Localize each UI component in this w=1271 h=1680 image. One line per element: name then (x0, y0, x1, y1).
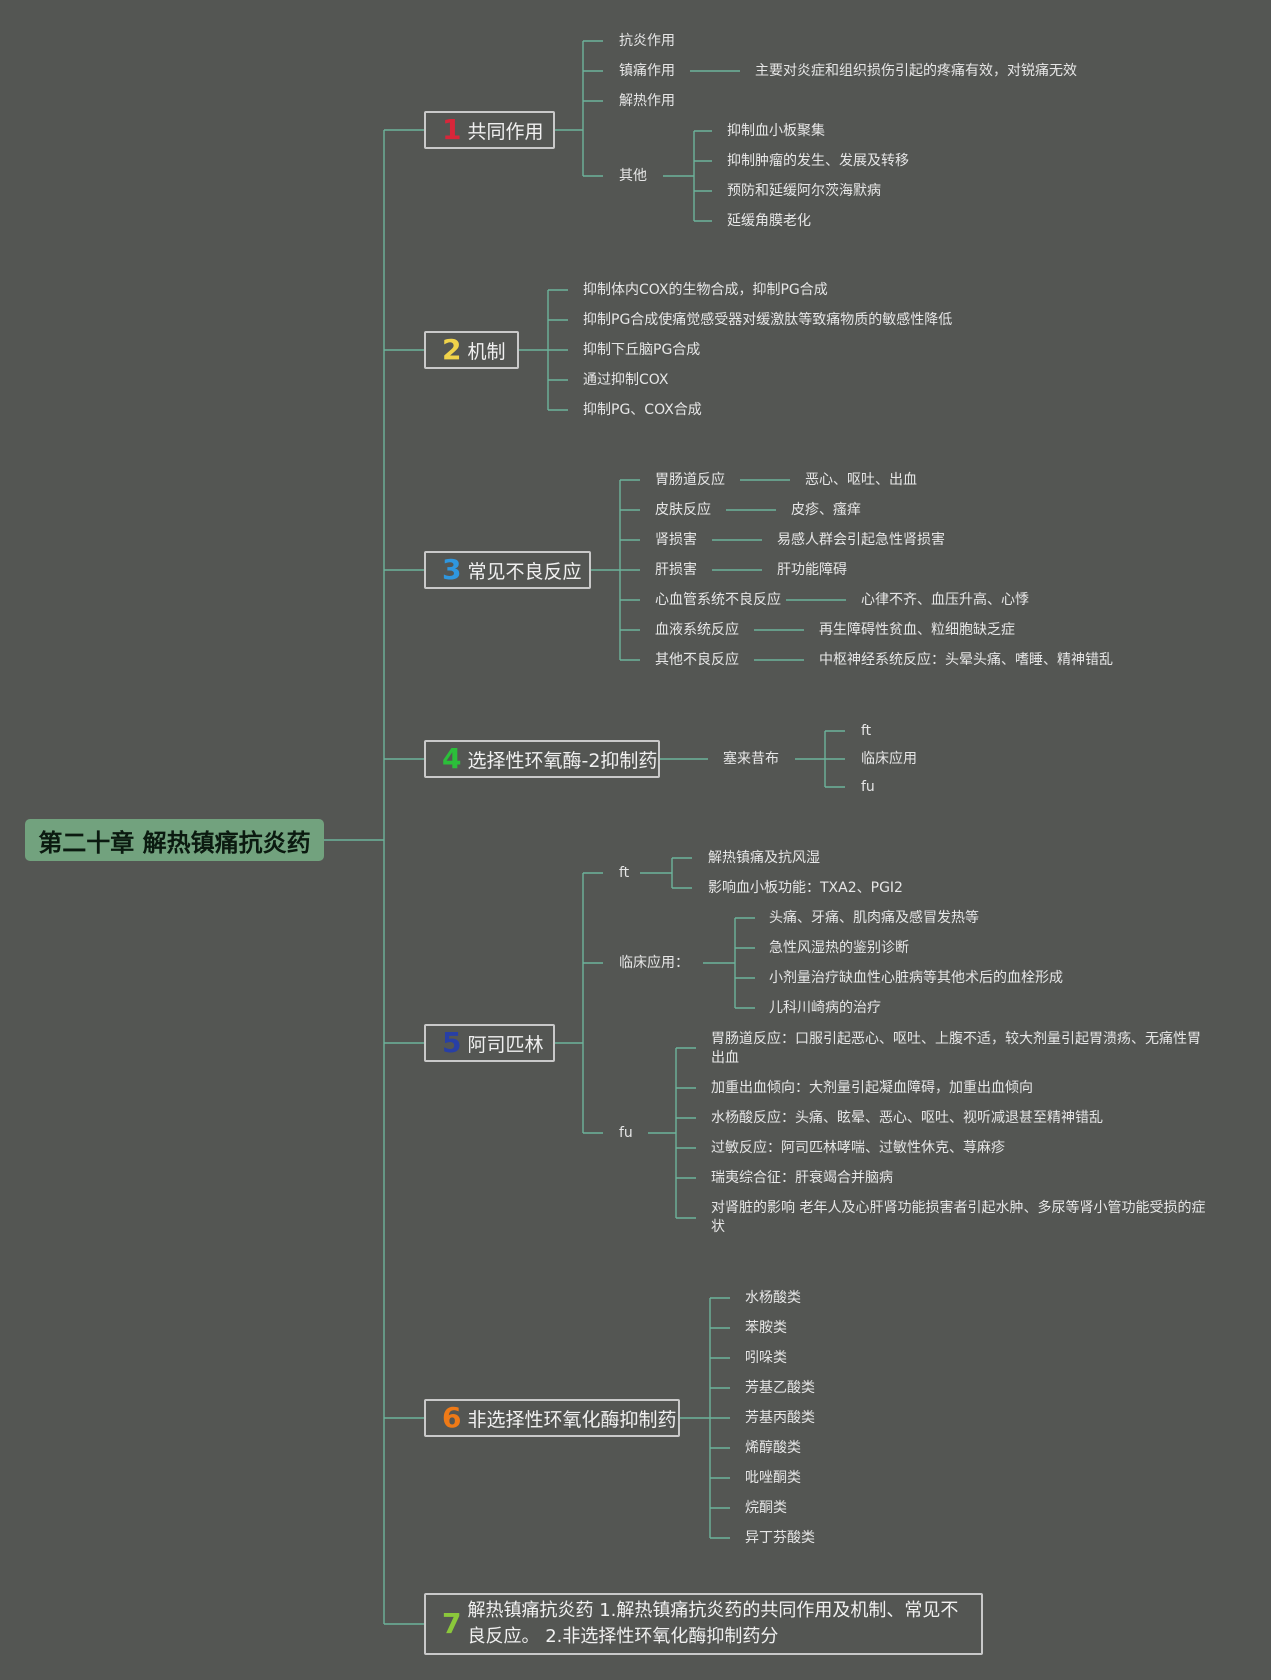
node-nonselective-item[interactable]: 芳基乙酸类 (745, 1380, 815, 1396)
node-other-item[interactable]: 抑制肿瘤的发生、发展及转移 (727, 153, 909, 169)
node-nonselective-item[interactable]: 芳基丙酸类 (745, 1410, 815, 1426)
node-adverse-detail[interactable]: 皮疹、瘙痒 (791, 502, 861, 518)
branch-3-node[interactable]: 3 常见不良反应 (424, 551, 591, 589)
branch-4-node[interactable]: 4 选择性环氧酶-2抑制药 (424, 740, 660, 778)
node-celecoxib-item[interactable]: fu (861, 779, 875, 795)
branch-number-5: 5 (442, 1026, 462, 1059)
branch-7-node[interactable]: 7 解热镇痛抗炎药 1.解热镇痛抗炎药的共同作用及机制、常见不良反应。 2.非选… (424, 1593, 983, 1655)
branch-5-label: 阿司匹林 (467, 1033, 544, 1056)
root-node[interactable]: 第二十章 解热镇痛抗炎药 (25, 819, 324, 861)
branch-number-4: 4 (442, 742, 462, 775)
node-nonselective-item[interactable]: 苯胺类 (745, 1320, 787, 1336)
branch-1-node[interactable]: 1 共同作用 (424, 111, 555, 149)
node-nonselective-item[interactable]: 烷酮类 (745, 1500, 787, 1516)
node-celecoxib-item[interactable]: 临床应用 (861, 751, 917, 767)
node-adverse-detail[interactable]: 恶心、呕吐、出血 (805, 472, 917, 488)
node-anti-inflammatory[interactable]: 抗炎作用 (619, 33, 675, 49)
branch-number-3: 3 (442, 553, 462, 586)
branch-4-label: 选择性环氧酶-2抑制药 (467, 749, 658, 772)
node-adverse-detail[interactable]: 再生障碍性贫血、粒细胞缺乏症 (819, 622, 1015, 638)
branch-6-node[interactable]: 6 非选择性环氧化酶抑制药 (424, 1399, 680, 1437)
branch-number-1: 1 (442, 113, 462, 146)
node-adverse-item[interactable]: 血液系统反应 (655, 622, 739, 638)
node-aspirin-fu-item[interactable]: 加重出血倾向：大剂量引起凝血障碍，加重出血倾向 (711, 1080, 1033, 1096)
node-antipyretic[interactable]: 解热作用 (619, 93, 675, 109)
branch-5-node[interactable]: 5 阿司匹林 (424, 1024, 555, 1062)
node-adverse-item[interactable]: 肝损害 (655, 562, 697, 578)
node-nonselective-item[interactable]: 异丁芬酸类 (745, 1530, 815, 1546)
node-aspirin-clinical-item[interactable]: 头痛、牙痛、肌肉痛及感冒发热等 (769, 910, 979, 926)
branch-7-label: 解热镇痛抗炎药 1.解热镇痛抗炎药的共同作用及机制、常见不良反应。 2.非选择性… (467, 1600, 959, 1647)
node-other-item[interactable]: 抑制血小板聚集 (727, 123, 825, 139)
node-aspirin-clinical-item[interactable]: 儿科川崎病的治疗 (769, 1000, 881, 1016)
node-mechanism-item[interactable]: 抑制体内COX的生物合成，抑制PG合成 (583, 282, 828, 298)
node-nonselective-item[interactable]: 吡唑酮类 (745, 1470, 801, 1486)
node-aspirin-clinical[interactable]: 临床应用： (619, 955, 689, 971)
node-analgesic[interactable]: 镇痛作用 (619, 63, 675, 79)
branch-number-6: 6 (442, 1401, 462, 1434)
node-celecoxib[interactable]: 塞来昔布 (723, 751, 779, 767)
node-aspirin-clinical-item[interactable]: 急性风湿热的鉴别诊断 (769, 940, 909, 956)
node-other-item[interactable]: 预防和延缓阿尔茨海默病 (727, 183, 881, 199)
node-nonselective-item[interactable]: 吲哚类 (745, 1350, 787, 1366)
node-aspirin-fu[interactable]: fu (619, 1125, 633, 1141)
node-analgesic-note[interactable]: 主要对炎症和组织损伤引起的疼痛有效，对锐痛无效 (755, 63, 1077, 79)
node-other[interactable]: 其他 (619, 168, 647, 184)
node-aspirin-clinical-item[interactable]: 小剂量治疗缺血性心脏病等其他术后的血栓形成 (769, 970, 1063, 986)
node-nonselective-item[interactable]: 烯醇酸类 (745, 1440, 801, 1456)
node-adverse-detail[interactable]: 中枢神经系统反应：头晕头痛、嗜睡、精神错乱 (819, 652, 1113, 668)
branch-number-2: 2 (442, 333, 462, 366)
node-mechanism-item[interactable]: 抑制PG、COX合成 (583, 402, 702, 418)
node-celecoxib-item[interactable]: ft (861, 723, 872, 739)
branch-2-label: 机制 (467, 340, 506, 363)
node-aspirin-fu-item[interactable]: 对肾脏的影响 老年人及心肝肾功能损害者引起水肿、多尿等肾小管功能受损的症状 (711, 1200, 1206, 1235)
node-aspirin-fu-item[interactable]: 瑞夷综合征：肝衰竭合并脑病 (711, 1170, 893, 1186)
node-aspirin-fu-item[interactable]: 过敏反应：阿司匹林哮喘、过敏性休克、荨麻疹 (711, 1140, 1005, 1156)
branch-number-7: 7 (442, 1607, 462, 1640)
node-adverse-item[interactable]: 皮肤反应 (655, 502, 711, 518)
branch-3-label: 常见不良反应 (467, 560, 582, 583)
node-adverse-item[interactable]: 肾损害 (655, 532, 697, 548)
node-other-item[interactable]: 延缓角膜老化 (727, 213, 811, 229)
root-title: 第二十章 解热镇痛抗炎药 (38, 828, 311, 857)
node-adverse-detail[interactable]: 易感人群会引起急性肾损害 (777, 532, 945, 548)
node-mechanism-item[interactable]: 抑制下丘脑PG合成 (583, 342, 701, 358)
node-adverse-item[interactable]: 胃肠道反应 (655, 472, 725, 488)
node-adverse-item[interactable]: 其他不良反应 (655, 652, 739, 668)
node-aspirin-ft-item[interactable]: 影响血小板功能：TXA2、PGI2 (708, 880, 903, 896)
node-mechanism-item[interactable]: 抑制PG合成使痛觉感受器对缓激肽等致痛物质的敏感性降低 (583, 312, 953, 328)
node-adverse-item[interactable]: 心血管系统不良反应 (655, 592, 781, 608)
node-adverse-detail[interactable]: 心律不齐、血压升高、心悸 (861, 592, 1029, 608)
branch-6-label: 非选择性环氧化酶抑制药 (467, 1408, 677, 1431)
node-mechanism-item[interactable]: 通过抑制COX (583, 372, 669, 388)
node-aspirin-fu-item[interactable]: 水杨酸反应：头痛、眩晕、恶心、呕吐、视听减退甚至精神错乱 (711, 1110, 1103, 1126)
node-aspirin-ft[interactable]: ft (619, 865, 630, 881)
branch-1-label: 共同作用 (467, 120, 544, 143)
branch-2-node[interactable]: 2 机制 (424, 331, 519, 369)
node-nonselective-item[interactable]: 水杨酸类 (745, 1290, 801, 1306)
node-adverse-detail[interactable]: 肝功能障碍 (777, 562, 847, 578)
node-aspirin-fu-item[interactable]: 胃肠道反应：口服引起恶心、呕吐、上腹不适，较大剂量引起胃溃疡、无痛性胃出血 (711, 1031, 1201, 1066)
node-aspirin-ft-item[interactable]: 解热镇痛及抗风湿 (708, 850, 820, 866)
